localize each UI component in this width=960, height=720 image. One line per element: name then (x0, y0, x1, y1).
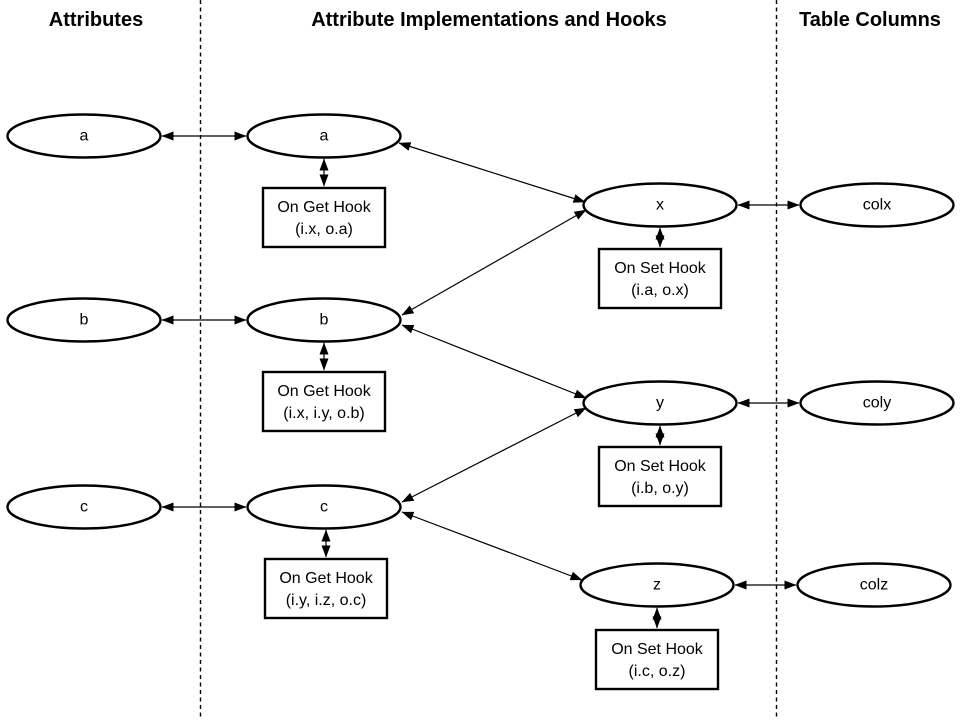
header-implementations: Attribute Implementations and Hooks (311, 9, 667, 31)
attribute-c-label: c (80, 499, 88, 516)
attribute-b-node (6, 297, 162, 343)
attribute-a-node (6, 113, 162, 159)
on-get-hook-c-params: (i.y, i.z, o.c) (286, 592, 367, 609)
on-get-hook-a-params: (i.x, o.a) (295, 221, 353, 238)
on-set-hook-z-params: (i.c, o.z) (629, 663, 686, 680)
attribute-b-label: b (80, 312, 89, 329)
impl-b-node (246, 297, 402, 343)
impl-z-label: z (653, 577, 661, 594)
impl-y-label: y (656, 395, 664, 412)
on-set-hook-y-box (597, 445, 723, 508)
on-set-hook-x-params: (i.a, o.x) (631, 282, 689, 299)
on-set-hook-y-params: (i.b, o.y) (631, 480, 689, 497)
edge-impl-b-impl-x (401, 209, 587, 316)
edge-impl-c-impl-y (401, 407, 587, 503)
header-table-columns: Table Columns (799, 9, 941, 31)
on-set-hook-z-title: On Set Hook (611, 641, 704, 658)
colx-label: colx (863, 197, 891, 214)
on-get-hook-c-title: On Get Hook (279, 570, 373, 587)
on-set-hook-x-title: On Set Hook (614, 260, 707, 277)
impl-b-label: b (320, 312, 329, 329)
on-get-hook-b-params: (i.x, i.y, o.b) (283, 405, 365, 422)
on-get-hook-a-box (261, 186, 387, 249)
impl-x-node (582, 182, 738, 228)
colz-label: colz (860, 577, 888, 594)
impl-c-label: c (320, 499, 328, 516)
impl-x-label: x (656, 197, 664, 214)
colz-node (796, 562, 952, 608)
impl-a-label: a (320, 128, 329, 145)
edge-impl-c-impl-z (401, 511, 583, 581)
on-get-hook-c-box (263, 557, 389, 620)
attribute-c-node (6, 484, 162, 530)
edge-impl-b-impl-y (401, 324, 587, 399)
coly-label: coly (863, 395, 891, 412)
on-set-hook-x-box (597, 247, 723, 310)
impl-z-node (579, 562, 735, 608)
on-get-hook-b-box (261, 370, 387, 433)
impl-c-node (246, 484, 402, 530)
colx-node (799, 182, 955, 228)
edge-impl-a-impl-x (398, 142, 586, 203)
on-set-hook-y-title: On Set Hook (614, 458, 707, 475)
on-set-hook-z-box (594, 628, 720, 691)
impl-a-node (246, 113, 402, 159)
coly-node (799, 380, 955, 426)
header-attributes: Attributes (49, 9, 143, 31)
attribute-a-label: a (80, 128, 89, 145)
on-get-hook-b-title: On Get Hook (277, 383, 371, 400)
impl-y-node (582, 380, 738, 426)
on-get-hook-a-title: On Get Hook (277, 199, 371, 216)
